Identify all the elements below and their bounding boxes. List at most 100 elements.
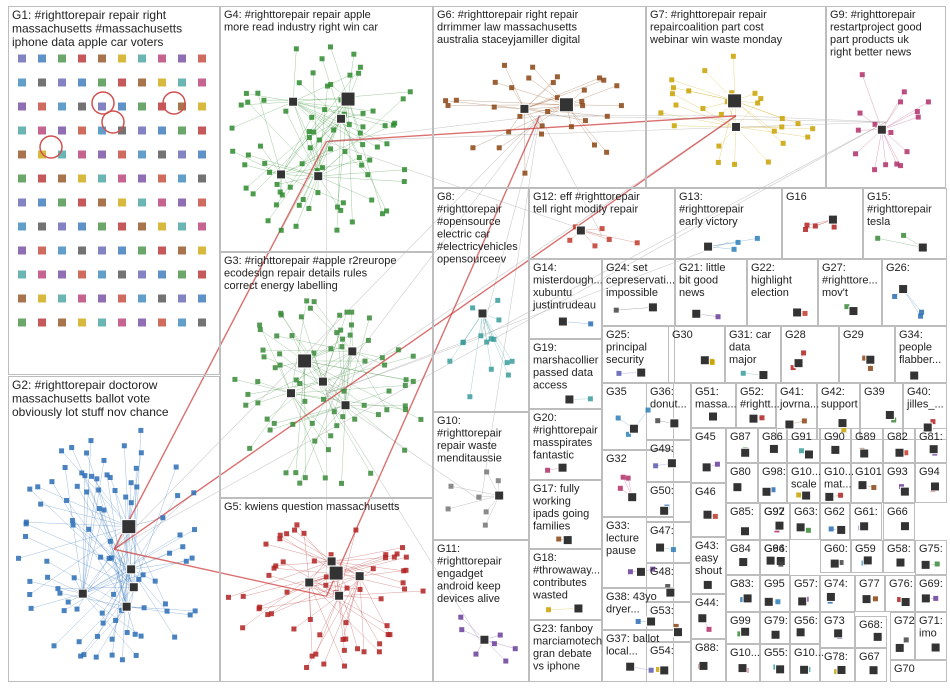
- graph-node: [649, 668, 654, 673]
- group-label-g16: G16: [786, 191, 807, 203]
- group-label-line: G77: [859, 578, 880, 590]
- group-label-line: G39: [864, 386, 885, 398]
- graph-node: [198, 223, 206, 231]
- graph-node: [38, 175, 46, 183]
- graph-node: [926, 99, 931, 104]
- group-label-g31: G31: cardatamajor: [729, 329, 772, 366]
- group-label-g5: G5: kwiens question massachusetts: [224, 501, 400, 513]
- graph-node: [582, 88, 587, 93]
- graph-node: [321, 662, 326, 667]
- graph-hub-node: [629, 424, 638, 433]
- graph-node: [258, 144, 263, 149]
- graph-hub-node: [289, 97, 298, 106]
- group-label-g42: G42:support: [821, 386, 858, 411]
- group-label-line: G2: #righttorepair doctorow: [12, 378, 158, 392]
- graph-node: [328, 433, 333, 438]
- graph-node: [446, 506, 451, 511]
- graph-node: [38, 55, 46, 63]
- graph-node: [134, 466, 139, 471]
- graph-hub-node: [764, 597, 773, 606]
- graph-node: [539, 132, 544, 137]
- graph-node: [58, 79, 66, 87]
- graph-node: [278, 190, 283, 195]
- graph-node: [655, 418, 660, 423]
- group-label-g25: G25:principalsecurity: [606, 329, 647, 366]
- graph-node: [98, 223, 106, 231]
- graph-node: [369, 198, 374, 203]
- graph-node: [804, 223, 809, 228]
- graph-hub-node: [636, 567, 645, 576]
- graph-hub-node: [478, 309, 487, 318]
- graph-node: [96, 487, 101, 492]
- graph-hub-node: [287, 389, 296, 398]
- graph-node: [802, 418, 807, 423]
- graph-node: [243, 403, 248, 408]
- graph-node: [868, 366, 873, 371]
- graph-hub-node: [667, 459, 676, 468]
- graph-hub-node: [122, 520, 136, 534]
- graph-node: [888, 130, 893, 135]
- group-label-g60: G60:: [824, 543, 848, 555]
- graph-node: [101, 458, 106, 463]
- group-label-line: G4: #righttorepair repair apple: [224, 9, 371, 21]
- graph-node: [311, 70, 316, 75]
- group-label-line: shout: [695, 565, 722, 577]
- graph-edge: [882, 130, 886, 165]
- inter-group-edge: [327, 122, 887, 142]
- graph-node: [445, 103, 450, 108]
- graph-node: [796, 492, 801, 497]
- graph-node: [600, 226, 605, 231]
- graph-edge: [127, 607, 191, 615]
- graph-node: [618, 486, 623, 491]
- graph-hub-node: [520, 104, 529, 113]
- group-label-line: devices alive: [437, 593, 500, 605]
- graph-hub-node: [495, 491, 504, 500]
- graph-edge: [339, 596, 381, 599]
- group-label-g21: G21: littlebit goodnews: [679, 262, 725, 299]
- graph-node: [78, 223, 86, 231]
- graph-edge: [134, 467, 176, 587]
- graph-hub-node: [298, 354, 312, 368]
- graph-node: [328, 146, 333, 151]
- group-label-g52: G52:#rightt...: [740, 386, 780, 411]
- graph-node: [198, 175, 206, 183]
- group-label-line: G73: [824, 615, 845, 627]
- graph-node: [551, 80, 556, 85]
- graph-node: [278, 363, 283, 368]
- group-label-line: impossible: [606, 287, 658, 299]
- group-label-line: massachusetts #massachusetts: [12, 22, 182, 36]
- graph-node: [45, 575, 50, 580]
- graph-hub-node: [749, 414, 758, 423]
- group-label-line: G99: [730, 615, 751, 627]
- graph-node: [198, 247, 206, 255]
- graph-node: [616, 371, 621, 376]
- graph-edge: [127, 607, 196, 611]
- graph-node: [375, 145, 380, 150]
- graph-node: [588, 321, 593, 326]
- group-label-line: G101: [855, 466, 882, 478]
- graph-hub-node: [921, 594, 930, 603]
- graph-node: [366, 338, 371, 343]
- graph-edge: [83, 510, 104, 594]
- graph-node: [86, 527, 91, 532]
- graph-node: [272, 421, 277, 426]
- graph-node: [78, 127, 86, 135]
- graph-hub-node: [670, 419, 679, 428]
- graph-node: [71, 523, 76, 528]
- graph-node: [473, 652, 478, 657]
- graph-node: [489, 336, 494, 341]
- graph-node: [805, 135, 810, 140]
- graph-edge: [451, 486, 499, 495]
- graph-hub-node: [674, 628, 683, 637]
- group-label-line: G35: [606, 386, 627, 398]
- group-label-line: australia staceyjamiller digital: [437, 34, 580, 46]
- group-label-g4: G4: #righttorepair repair applemore read…: [224, 9, 378, 34]
- graph-hub-node: [703, 510, 712, 519]
- group-label-line: cepreservati...: [606, 275, 675, 287]
- graph-node: [27, 592, 32, 597]
- graph-hub-node: [929, 445, 938, 454]
- graph-node: [178, 532, 183, 537]
- self-loop: [40, 136, 62, 158]
- graph-node: [384, 407, 389, 412]
- graph-node: [342, 149, 347, 154]
